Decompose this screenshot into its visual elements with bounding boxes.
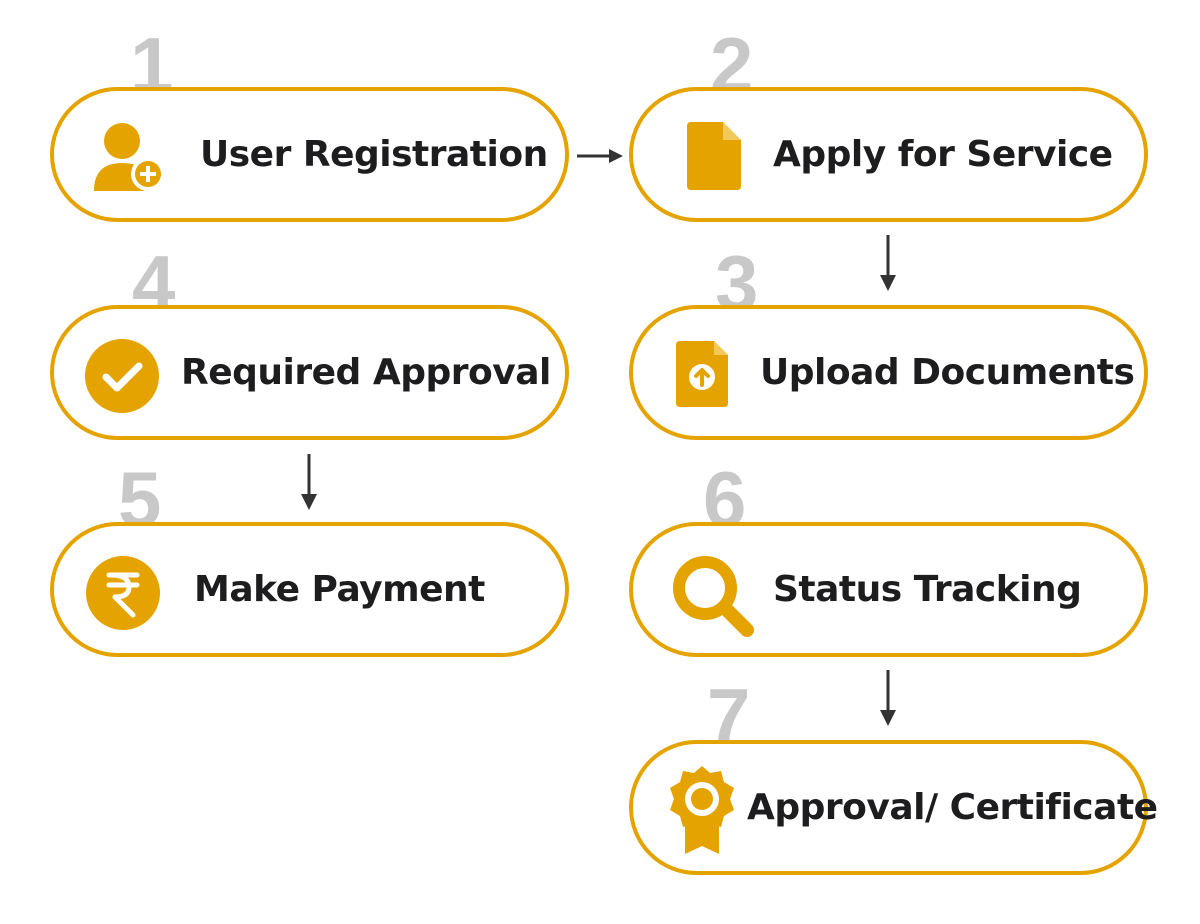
step-label: Approval/ Certificate — [747, 787, 1158, 828]
step-user-registration: User Registration — [50, 87, 569, 222]
step-label: Make Payment — [194, 569, 485, 610]
arrow-step6-to-step7 — [880, 670, 896, 726]
rupee-icon — [86, 556, 160, 630]
arrow-step2-to-step3 — [880, 235, 896, 291]
step-label: Apply for Service — [773, 134, 1113, 175]
step-make-payment: Make Payment — [50, 522, 569, 657]
arrow-step1-to-step2 — [577, 149, 623, 163]
upload-file-icon — [676, 341, 728, 407]
add-user-icon — [94, 123, 165, 191]
arrow-step4-to-step5 — [301, 454, 317, 510]
step-label: User Registration — [200, 134, 548, 175]
step-required-approval: Required Approval — [50, 305, 569, 440]
step-label: Required Approval — [181, 352, 551, 393]
search-icon — [673, 556, 754, 637]
step-approval-certificate: Approval/ Certificate — [629, 740, 1158, 875]
step-label: Upload Documents — [760, 352, 1135, 393]
step-upload-documents: Upload Documents — [629, 305, 1148, 440]
check-circle-icon — [85, 339, 159, 413]
step-apply-for-service: Apply for Service — [629, 87, 1148, 222]
step-label: Status Tracking — [773, 569, 1082, 610]
document-icon — [687, 122, 741, 190]
step-status-tracking: Status Tracking — [629, 522, 1148, 657]
certificate-badge-icon — [670, 766, 734, 854]
